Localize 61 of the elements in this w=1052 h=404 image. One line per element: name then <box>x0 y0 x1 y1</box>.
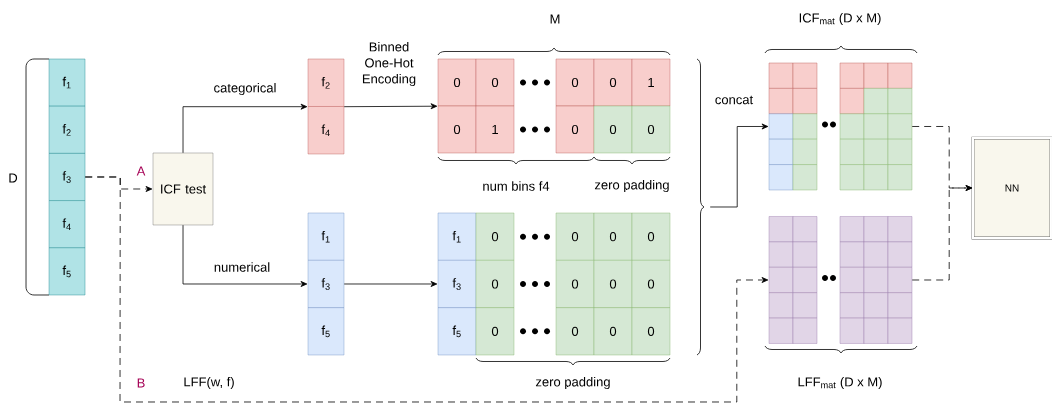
matrix-cell: 0 <box>437 105 477 154</box>
matrix-cell: f$_{5}$ <box>307 307 345 356</box>
matrix-cell: f$_{2}$ <box>307 58 345 107</box>
matrix-cell: 0 <box>631 260 671 308</box>
arrow <box>182 103 308 154</box>
text-label: D <box>9 173 18 183</box>
process-box: ICF test <box>152 152 214 226</box>
matrix-cell: 0 <box>475 307 515 356</box>
network-box: NN <box>971 136 1052 240</box>
feature-cell: f$_{3}$ <box>48 153 86 201</box>
brace <box>696 58 705 356</box>
text-label: LFF$_{mat}$ (D x M) <box>798 376 882 390</box>
matrix-cell: f$_{3}$ <box>437 260 477 308</box>
feature-cell: f$_{2}$ <box>48 106 86 154</box>
feature-cell: f$_{1}$ <box>48 58 86 107</box>
matrix-cell: f$_{1}$ <box>307 212 345 261</box>
feature-cell: f$_{4}$ <box>48 200 86 248</box>
matrix-cell: 1 <box>631 58 671 107</box>
matrix-cell: f$_{5}$ <box>437 307 477 356</box>
text-label: zero padding <box>535 376 610 390</box>
matrix-cell: 0 <box>555 260 595 308</box>
matrix-cell: 0 <box>475 260 515 308</box>
edge-label: Binned One-Hot Encoding <box>362 41 416 87</box>
matrix-cell: 0 <box>555 212 595 261</box>
feature-cell: f$_{5}$ <box>48 247 86 296</box>
matrix-cell: 0 <box>437 58 477 107</box>
matrix-cell: 0 <box>631 212 671 261</box>
text-label: ICF$_{mat}$ (D x M) <box>799 12 881 26</box>
text-label: zero padding <box>594 179 669 193</box>
edge-label: categorical <box>212 81 278 97</box>
matrix-cell: 0 <box>475 58 515 107</box>
matrix-cell: 0 <box>555 307 595 356</box>
matrix-cell: 0 <box>555 58 595 107</box>
matrix-cell: f$_{1}$ <box>437 212 477 261</box>
matrix-cell: 0 <box>593 307 633 356</box>
edge-label: B <box>135 377 147 389</box>
arrow <box>709 123 769 208</box>
matrix-cell: f$_{4}$ <box>307 106 345 155</box>
edge-label: numerical <box>212 261 272 273</box>
matrix-cell: 1 <box>475 105 515 154</box>
matrix-cell: 0 <box>631 307 671 356</box>
arrow <box>911 185 973 281</box>
arrow <box>343 103 438 110</box>
text-label: num bins f4 <box>483 181 550 191</box>
text-label: M <box>550 14 560 24</box>
matrix-grid-drawing <box>768 62 913 191</box>
matrix-cell: 0 <box>593 260 633 308</box>
matrix-cell: 0 <box>593 212 633 261</box>
matrix-cell: f$_{3}$ <box>307 260 345 308</box>
arrow <box>182 224 308 287</box>
arrow <box>84 176 769 403</box>
matrix-cell: 0 <box>475 212 515 261</box>
edge-label: A <box>135 165 147 177</box>
matrix-cell: 0 <box>593 58 633 107</box>
matrix-grid-drawing <box>768 216 913 344</box>
arrow <box>343 281 438 287</box>
edge-label: concat <box>713 94 755 106</box>
text-label: LFF(w, f) <box>184 376 234 390</box>
matrix-cell: 0 <box>593 105 633 154</box>
matrix-cell: 0 <box>631 105 671 154</box>
matrix-cell: 0 <box>555 105 595 154</box>
